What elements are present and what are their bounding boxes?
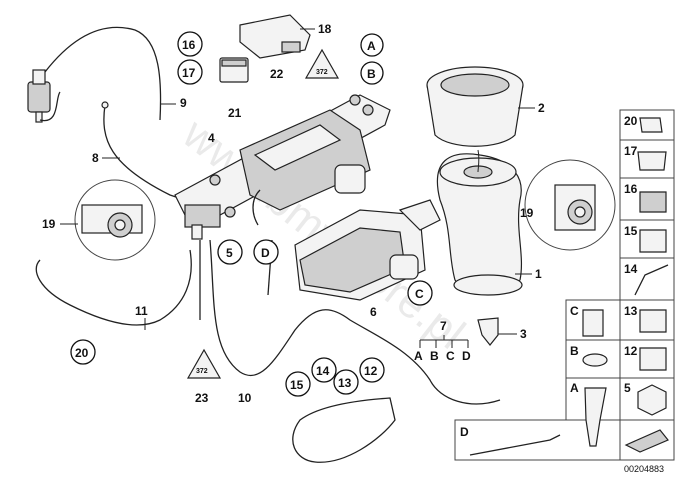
control-unit-18	[239, 14, 311, 59]
callout-b: B	[367, 67, 376, 81]
panel-item-13: 13	[624, 304, 638, 318]
panel-bottom-d: D	[460, 425, 469, 439]
callout-17: 17	[182, 66, 196, 80]
callout-23: 23	[195, 391, 209, 405]
svg-text:372: 372	[196, 368, 208, 375]
callout-d: D	[261, 246, 270, 260]
compressor-6	[294, 199, 441, 301]
detail-19-right	[524, 159, 616, 251]
group7-c: C	[446, 349, 455, 363]
detail-19-left	[74, 179, 156, 261]
air-spring-1	[436, 149, 523, 296]
panel-item-20: 20	[624, 114, 638, 128]
dust-boot-2	[426, 66, 524, 147]
callout-10: 10	[238, 391, 252, 405]
callout-7: 7	[440, 319, 447, 333]
callout-a: A	[367, 39, 376, 53]
panel-item-15: 15	[624, 224, 638, 238]
callout-2: 2	[538, 101, 545, 115]
callout-16: 16	[182, 38, 196, 52]
svg-text:372: 372	[316, 69, 328, 76]
diagram-id: 00204883	[624, 464, 664, 474]
panel-item-16: 16	[624, 182, 638, 196]
panel-item-17: 17	[624, 144, 638, 158]
panel-item-14: 14	[624, 262, 638, 276]
callout-14: 14	[316, 364, 330, 378]
callout-20: 20	[75, 346, 89, 360]
callout-11: 11	[135, 304, 148, 318]
side-panel: 20 17 16 15 14 13 12 5 C B A D	[454, 109, 675, 461]
panel-left-a: A	[570, 381, 579, 395]
callout-9: 9	[180, 96, 187, 110]
callout-13: 13	[338, 376, 352, 390]
label-22: 372	[304, 48, 340, 79]
group7-b: B	[430, 349, 439, 363]
callout-5: 5	[226, 246, 233, 260]
group7-a: A	[414, 349, 423, 363]
callout-22: 22	[270, 67, 284, 81]
callout-12: 12	[364, 364, 378, 378]
callout-c: C	[415, 287, 424, 301]
callouts: 16 17 9 18 22 21 A B 2 4 8 19 19 5 D 1 C…	[42, 22, 545, 405]
label-23: 372	[186, 348, 222, 379]
panel-left-b: B	[570, 344, 579, 358]
panel-item-5: 5	[624, 381, 631, 395]
callout-21: 21	[228, 106, 242, 120]
callout-19-left: 19	[42, 217, 56, 231]
panel-item-12: 12	[624, 344, 638, 358]
compressor-upper	[239, 109, 371, 226]
callout-8: 8	[92, 151, 99, 165]
panel-left-c: C	[570, 304, 579, 318]
pipe-8	[101, 101, 201, 206]
relay-21	[219, 57, 249, 83]
callout-6: 6	[370, 305, 377, 319]
callout-18: 18	[318, 22, 332, 36]
valve-3	[477, 317, 499, 346]
callout-3: 3	[520, 327, 527, 341]
callout-1: 1	[535, 267, 542, 281]
callout-19-right: 19	[520, 206, 534, 220]
callout-15: 15	[290, 378, 304, 392]
valve-block	[184, 204, 221, 320]
group7-d: D	[462, 349, 471, 363]
height-sensor-assembly	[27, 26, 162, 123]
callout-4: 4	[208, 131, 215, 145]
group-7: A B C D	[414, 335, 471, 363]
